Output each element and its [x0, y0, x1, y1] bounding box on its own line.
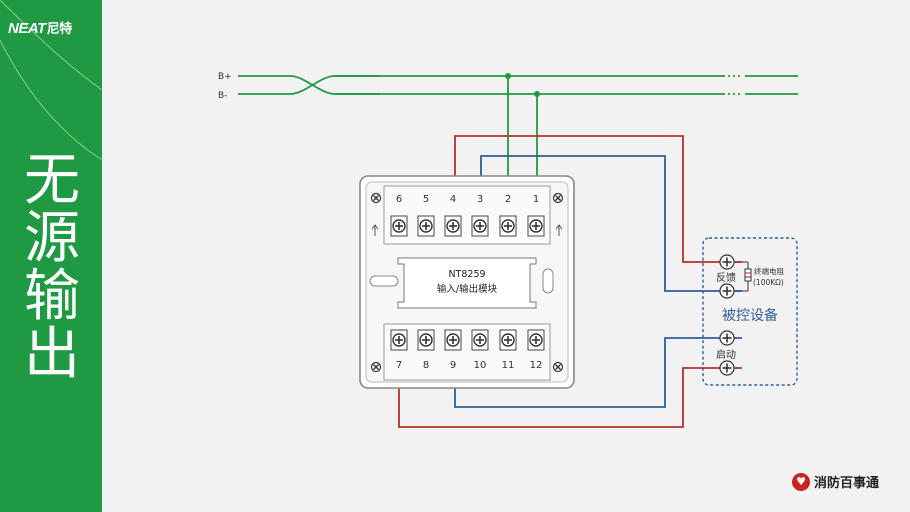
corner-screw-icon [370, 192, 382, 204]
terminal-number: 3 [477, 194, 483, 205]
terminal-screw-icon [527, 215, 545, 237]
terminal-number: 11 [502, 360, 515, 371]
terminal-number: 12 [530, 360, 543, 371]
module-name: 输入/输出模块 [437, 283, 498, 295]
arrow-up-icon [555, 224, 563, 236]
terminal-screw-icon [499, 215, 517, 237]
resistor-icon [742, 261, 752, 292]
terminal-screw-icon [417, 215, 435, 237]
bus-junction [534, 91, 540, 97]
watermark: ♥ 消防百事通 [792, 472, 879, 491]
terminal-screw-icon [444, 329, 462, 351]
red-wire-feedback [454, 135, 742, 263]
module-model: NT8259 [448, 269, 485, 280]
device-terminal-icon [719, 254, 735, 270]
terminal-number: 2 [505, 194, 511, 205]
bus-junction [505, 73, 511, 79]
arrow-up-icon [371, 224, 379, 236]
corner-screw-icon [552, 192, 564, 204]
sidebar: NEAT尼特 无 源 输 出 [0, 0, 102, 512]
terminal-screw-icon [499, 329, 517, 351]
terminal-number: 10 [474, 360, 487, 371]
brand-logo: NEAT尼特 [8, 18, 72, 37]
controlled-device: 终端电阻 (100KΩ) 反馈 启动 被控设备 [702, 237, 798, 386]
brand-latin: NEAT [8, 20, 46, 37]
terminal-screw-icon [471, 329, 489, 351]
sidebar-decoration [0, 0, 102, 161]
watermark-logo-icon: ♥ [792, 472, 810, 491]
start-label: 启动 [716, 348, 736, 361]
resistor-value: (100KΩ) [753, 278, 784, 287]
device-terminal-icon [719, 330, 735, 346]
terminal-number: 9 [450, 360, 456, 371]
terminal-number: 1 [533, 194, 539, 205]
io-module: NT8259 输入/输出模块 6 5 4 3 2 1 [359, 175, 575, 389]
title-char: 出 [24, 322, 80, 387]
page-title: 无 源 输 出 [12, 152, 92, 384]
title-char: 无 [24, 148, 80, 213]
title-char: 源 [24, 206, 80, 271]
watermark-text: 消防百事通 [814, 476, 880, 491]
brand-cn: 尼特 [46, 22, 73, 37]
bus-minus-label: B- [218, 91, 227, 101]
device-title: 被控设备 [722, 307, 778, 324]
bus-plus-label: B+ [218, 72, 232, 82]
terminal-number: 7 [396, 360, 402, 371]
terminal-number: 4 [450, 194, 456, 205]
terminal-screw-icon [527, 329, 545, 351]
terminal-number: 5 [423, 194, 429, 205]
terminal-number: 8 [423, 360, 429, 371]
corner-screw-icon [552, 361, 564, 373]
terminal-screw-icon [390, 215, 408, 237]
terminal-screw-icon [471, 215, 489, 237]
feedback-label: 反馈 [716, 271, 736, 284]
terminal-screw-icon [417, 329, 435, 351]
terminal-screw-icon [390, 329, 408, 351]
mount-slot [542, 268, 554, 294]
mount-slot [369, 275, 399, 287]
resistor-label: 终端电阻 [754, 266, 784, 276]
corner-screw-icon [370, 361, 382, 373]
device-terminal-icon [719, 360, 735, 376]
terminal-screw-icon [444, 215, 462, 237]
device-terminal-icon [719, 283, 735, 299]
title-char: 输 [24, 264, 80, 329]
terminal-number: 6 [396, 194, 402, 205]
